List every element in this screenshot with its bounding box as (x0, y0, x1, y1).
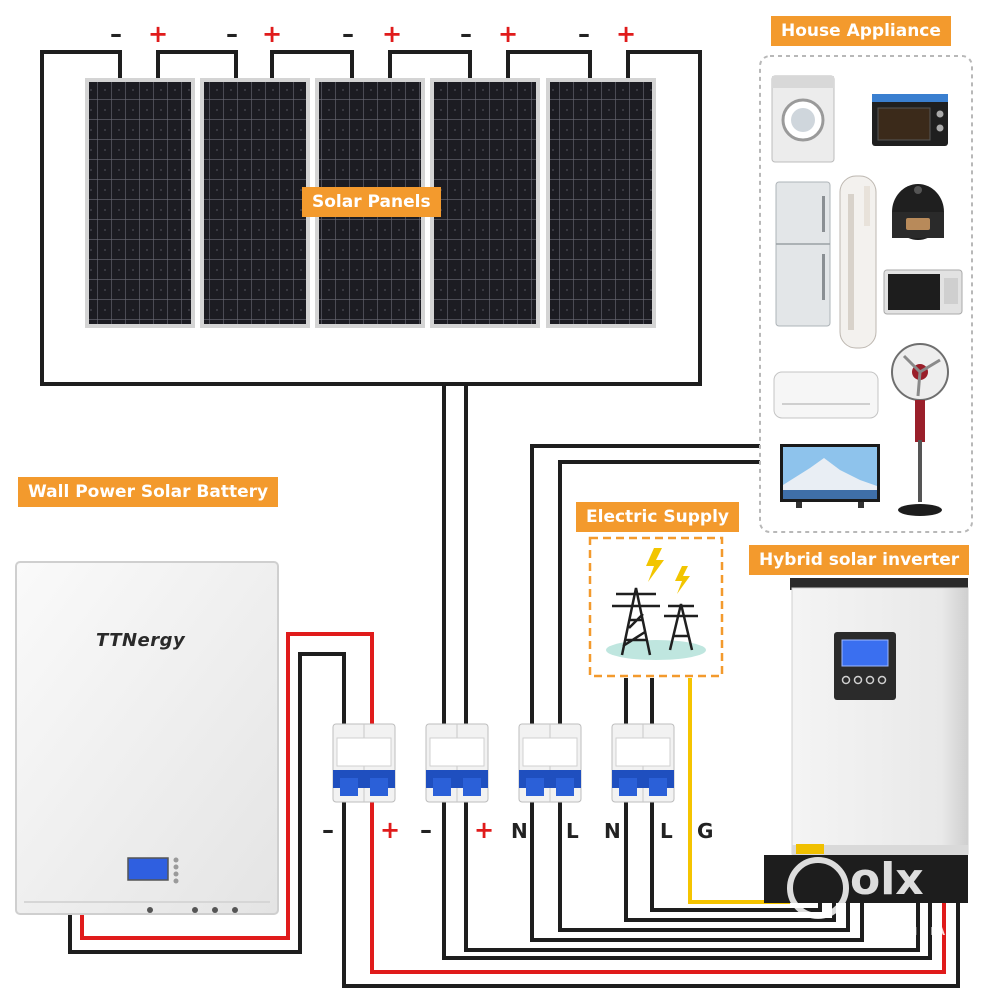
breaker-terminal-negative: – (322, 816, 334, 844)
circuit-breakers (332, 723, 675, 803)
output-wires (342, 800, 960, 988)
refrigerator-icon (775, 181, 831, 327)
circuit-breaker (332, 723, 396, 803)
grid-wires (624, 678, 654, 730)
panel-terminal-positive: + (262, 20, 283, 48)
panel-terminal-negative: – (578, 20, 590, 48)
hybrid-inverter-tag: Hybrid solar inverter (749, 545, 970, 575)
panel-terminal-negative: – (110, 20, 122, 48)
wall-air-conditioner-icon (773, 371, 879, 419)
house-appliance-tag: House Appliance (771, 16, 951, 46)
breaker-terminal-live: L (566, 819, 579, 843)
rice-cooker-icon (892, 184, 944, 240)
solar-panel (430, 78, 540, 328)
solar-panels-tag: Solar Panels (302, 187, 441, 217)
circuit-breaker (425, 723, 489, 803)
circuit-breaker (518, 723, 582, 803)
panel-terminal-positive: + (148, 20, 169, 48)
panel-terminal-positive: + (616, 20, 637, 48)
battery-wires (68, 632, 374, 954)
battery-ports (147, 907, 238, 913)
battery-lcd (127, 857, 169, 881)
ground-wire (688, 678, 790, 904)
panel-terminal-negative: – (226, 20, 238, 48)
panel-wiring (40, 50, 702, 386)
breaker-terminal-neutral: N (604, 819, 621, 843)
electric-supply (588, 536, 724, 678)
dc-wires (442, 384, 468, 730)
lightning-icon (646, 548, 690, 594)
breaker-terminal-live: L (660, 819, 673, 843)
toaster-oven-icon (872, 94, 948, 146)
house-appliances (759, 55, 973, 533)
breaker-terminal-neutral: N (511, 819, 528, 843)
panel-terminal-positive: + (382, 20, 403, 48)
tower-air-conditioner-icon (839, 175, 877, 349)
appliance-wires (530, 444, 760, 730)
washing-machine-icon (771, 75, 835, 163)
watermark-logo (787, 857, 849, 919)
breaker-terminal-positive: + (474, 816, 495, 844)
circuit-breaker (611, 723, 675, 803)
panel-terminal-negative: – (460, 20, 472, 48)
microwave-icon (883, 269, 963, 315)
standing-fan-icon (891, 343, 949, 516)
battery-indicator-leds (173, 857, 179, 884)
breaker-terminal-positive: + (380, 816, 401, 844)
inverter-buttons (841, 675, 887, 685)
battery-brand-logo: TTNergy (96, 630, 186, 651)
wall-battery (15, 561, 279, 915)
panel-terminal-negative: – (342, 20, 354, 48)
solar-panel (200, 78, 310, 328)
wall-battery-tag: Wall Power Solar Battery (18, 477, 279, 507)
panel-terminal-positive: + (498, 20, 519, 48)
solar-panel (546, 78, 656, 328)
electric-supply-tag: Electric Supply (576, 502, 739, 532)
watermark-text: olx (850, 854, 924, 905)
transmission-tower-icon (612, 587, 698, 656)
watermark-subtext: INDIA (902, 925, 948, 938)
breaker-terminal-ground: G (697, 819, 714, 843)
breaker-terminal-negative: – (420, 816, 432, 844)
hybrid-inverter (764, 578, 969, 903)
inverter-lcd (841, 639, 889, 667)
television-icon (780, 444, 880, 508)
solar-panel (85, 78, 195, 328)
